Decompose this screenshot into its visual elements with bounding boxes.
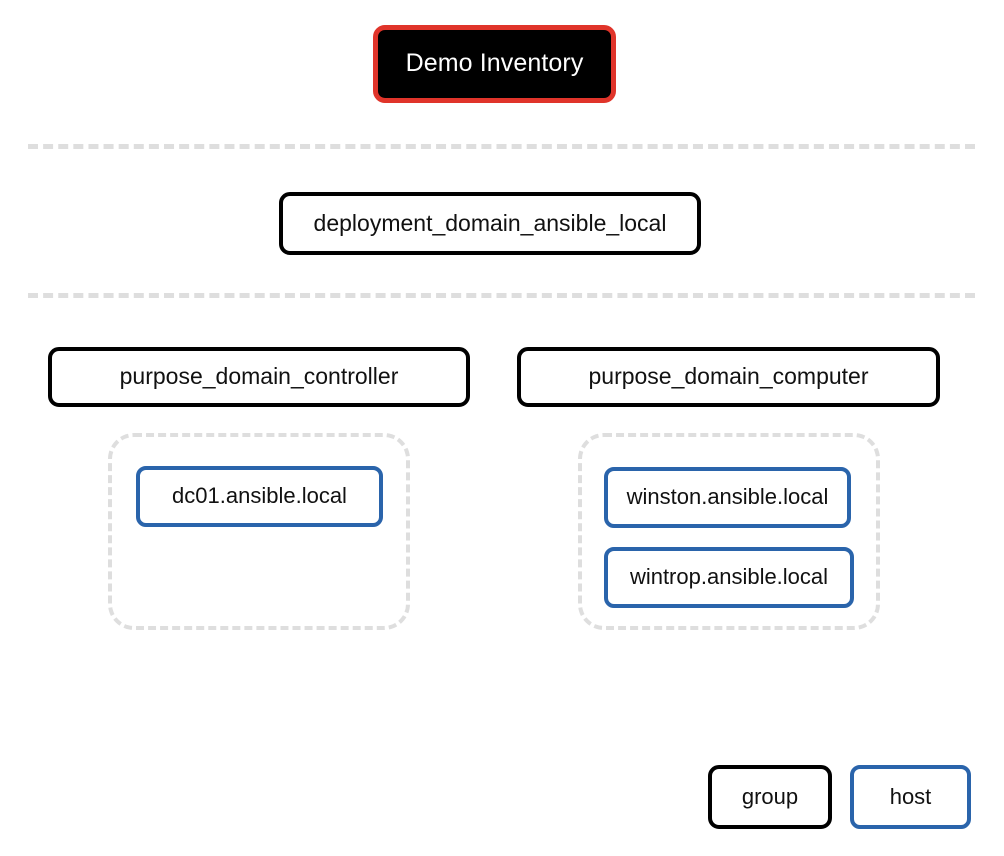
legend-group-swatch: group (708, 765, 832, 829)
group-node-deployment-domain-ansible-local[interactable]: deployment_domain_ansible_local (279, 192, 701, 255)
inventory-title-label: Demo Inventory (405, 49, 584, 78)
host-node-label: wintrop.ansible.local (629, 564, 829, 590)
cluster-purpose-domain-computer (578, 433, 880, 630)
inventory-title-node[interactable]: Demo Inventory (373, 25, 616, 103)
host-node-wintrop[interactable]: wintrop.ansible.local (604, 547, 854, 608)
legend-host-swatch: host (850, 765, 971, 829)
legend-host-label: host (889, 783, 932, 809)
group-node-label: purpose_domain_computer (588, 363, 869, 390)
group-node-label: purpose_domain_controller (119, 363, 399, 390)
rank-separator-2 (28, 293, 975, 298)
rank-separator-1 (28, 144, 975, 149)
host-node-label: winston.ansible.local (626, 484, 829, 510)
host-node-label: dc01.ansible.local (172, 483, 347, 509)
group-node-purpose-domain-computer[interactable]: purpose_domain_computer (517, 347, 940, 407)
host-node-dc01[interactable]: dc01.ansible.local (136, 466, 383, 527)
cluster-purpose-domain-controller (108, 433, 410, 630)
legend-group-label: group (741, 783, 799, 809)
group-node-purpose-domain-controller[interactable]: purpose_domain_controller (48, 347, 470, 407)
host-node-winston[interactable]: winston.ansible.local (604, 467, 851, 528)
group-node-label: deployment_domain_ansible_local (313, 209, 667, 236)
